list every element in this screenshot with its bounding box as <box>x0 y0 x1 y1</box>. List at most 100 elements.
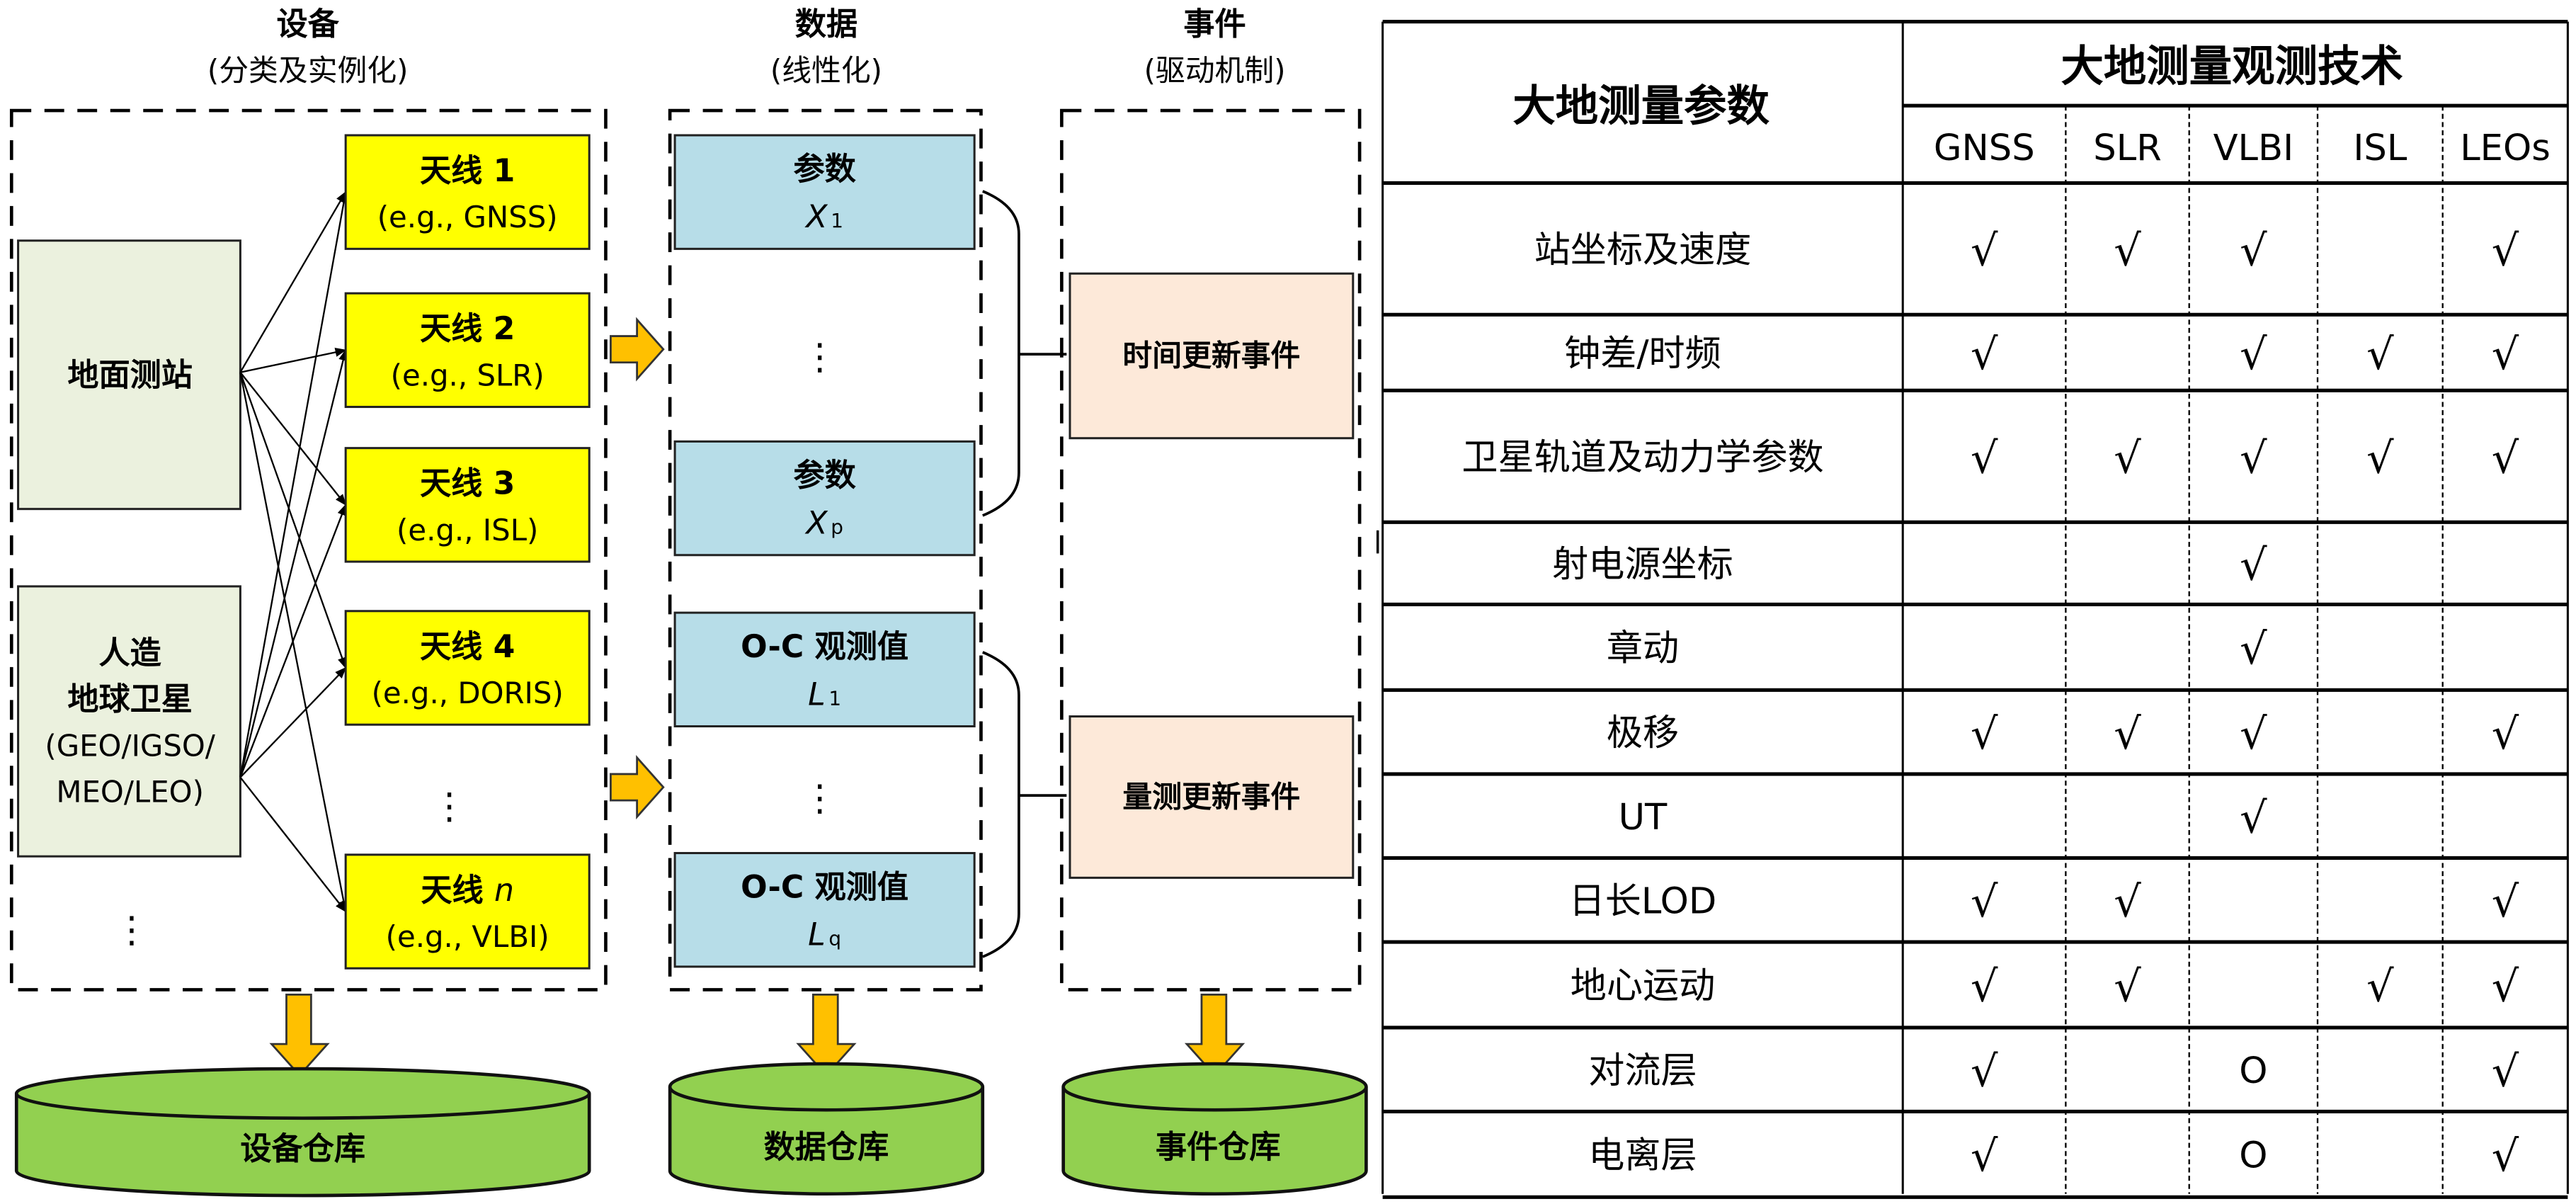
check-mark-icon: √ <box>2240 710 2267 759</box>
connector-arrow <box>239 371 347 506</box>
connector-arrow <box>239 372 347 669</box>
partial-mark-icon: O <box>2239 1135 2267 1177</box>
check-mark-icon: √ <box>1971 710 1998 759</box>
device-group <box>9 108 608 992</box>
check-mark-icon: √ <box>2492 1047 2519 1096</box>
data-column-subtitle: (线性化) <box>770 53 882 88</box>
data-column-title: 数据 <box>795 6 857 42</box>
table-row: 极移√√√√ <box>1607 710 2519 759</box>
event-group <box>1060 108 1362 992</box>
satellite-label-line1: 人造 <box>98 635 161 671</box>
antenna-box: 天线 2(e.g., SLR) <box>344 292 591 409</box>
check-mark-icon: √ <box>1971 1047 1998 1096</box>
antenna-name: 天线 1 <box>420 153 515 189</box>
check-mark-icon: √ <box>2366 330 2394 380</box>
check-mark-icon: √ <box>2240 541 2267 591</box>
parameter-name: 电离层 <box>1588 1135 1697 1177</box>
satellite-box: 人造 地球卫星 (GEO/IGSO/ MEO/LEO) <box>17 585 241 858</box>
table-row: 电离层√O√ <box>1588 1132 2519 1181</box>
antenna-box: 天线 1 (e.g., GNSS) <box>344 134 591 250</box>
technique-column-header: GNSS <box>1934 127 2035 169</box>
table-row: 卫星轨道及动力学参数√√√√√ <box>1461 434 2519 484</box>
table-row: 钟差/时频 √ √ √ √ <box>1564 330 2519 380</box>
connector-arrow <box>239 191 348 778</box>
check-mark-icon: √ <box>2366 962 2394 1012</box>
event-repository-label: 事件仓库 <box>1156 1130 1281 1166</box>
arrow-down-icon <box>796 994 857 1077</box>
table-row: 章动 √ <box>1607 625 2267 674</box>
antenna-example: (e.g., GNSS) <box>377 200 558 234</box>
antenna-example: (e.g., DORIS) <box>372 676 564 710</box>
check-mark-icon: √ <box>2492 710 2519 759</box>
antenna-example: (e.g., ISL) <box>397 513 538 547</box>
connector-arrow <box>239 666 347 778</box>
check-mark-icon: √ <box>2114 962 2141 1012</box>
check-mark-icon: √ <box>2492 962 2519 1012</box>
measurement-update-event-box: 量测更新事件 <box>1068 715 1355 879</box>
ground-station-label: 地面测站 <box>67 357 193 393</box>
time-update-event-box: 时间更新事件 <box>1068 272 1355 440</box>
antenna-box: 天线 4(e.g., DORIS) <box>344 610 591 726</box>
source-antenna-connectors <box>239 191 348 913</box>
connector-arrow <box>239 504 347 778</box>
time-update-event-label: 时间更新事件 <box>1122 338 1300 373</box>
event-column-title: 事件 <box>1183 6 1246 42</box>
check-mark-icon: √ <box>2240 227 2267 276</box>
check-mark-icon: √ <box>2492 434 2519 484</box>
param-brace <box>982 190 1067 517</box>
source-ellipsis: ⋮ <box>113 909 149 951</box>
parameter-name: UT <box>1619 797 1668 839</box>
obs-ellipsis: ⋮ <box>802 778 838 819</box>
technique-column-header: SLR <box>2093 127 2161 169</box>
device-column-title: 设备 <box>277 6 340 42</box>
connector-arrow <box>239 191 347 373</box>
data-repository: 数据仓库 <box>668 1062 985 1196</box>
check-mark-icon: √ <box>1971 878 1998 927</box>
device-repository-label: 设备仓库 <box>240 1131 365 1167</box>
technique-column-header: LEOs <box>2460 127 2551 169</box>
device-repository: 设备仓库 <box>14 1067 591 1198</box>
antenna-name: 天线 n <box>421 873 514 909</box>
table-row: UT √ <box>1619 793 2267 843</box>
check-mark-icon: √ <box>2492 330 2519 380</box>
event-repository: 事件仓库 <box>1061 1062 1368 1196</box>
param-ellipsis: ⋮ <box>802 336 838 378</box>
check-mark-icon: √ <box>1971 962 1998 1012</box>
check-mark-icon: √ <box>2240 625 2267 674</box>
satellite-label-line3: (GEO/IGSO/ <box>45 728 215 763</box>
parameter-name: 章动 <box>1607 628 1679 670</box>
table-row: 地心运动√√√√ <box>1571 962 2519 1012</box>
check-mark-icon: √ <box>2240 330 2267 380</box>
check-mark-icon: √ <box>1971 227 1998 276</box>
obs-brace <box>982 651 1067 958</box>
connector-arrow <box>239 776 347 913</box>
data-box-label: 参数 <box>793 458 856 494</box>
check-mark-icon: √ <box>2240 793 2267 843</box>
technique-header: 大地测量观测技术 <box>2061 42 2403 91</box>
data-box-label: O-C 观测值 <box>741 869 908 905</box>
arrow-right-icon <box>610 317 665 382</box>
check-mark-icon: √ <box>1971 330 1998 380</box>
data-box-label: 参数 <box>793 152 856 188</box>
parameter-name: 日长LOD <box>1569 880 1717 922</box>
parameter-name: 钟差/时频 <box>1564 333 1721 375</box>
check-mark-icon: √ <box>2114 710 2141 759</box>
param-header: 大地测量参数 <box>1512 81 1769 131</box>
technique-column-header: ISL <box>2353 127 2407 169</box>
satellite-label-line2: 地球卫星 <box>67 681 193 717</box>
event-column-subtitle: (驱动机制) <box>1144 53 1286 88</box>
arrow-right-icon <box>610 755 665 820</box>
check-mark-icon: √ <box>2114 878 2141 927</box>
antenna-list: 天线 1(e.g., GNSS)天线 2(e.g., SLR)天线 3(e.g.… <box>344 134 591 970</box>
antenna-box: 天线 n(e.g., VLBI) <box>344 853 591 970</box>
check-mark-icon: √ <box>1971 434 1998 484</box>
arrow-down-icon <box>269 994 330 1077</box>
parameter-name: 对流层 <box>1588 1050 1697 1092</box>
